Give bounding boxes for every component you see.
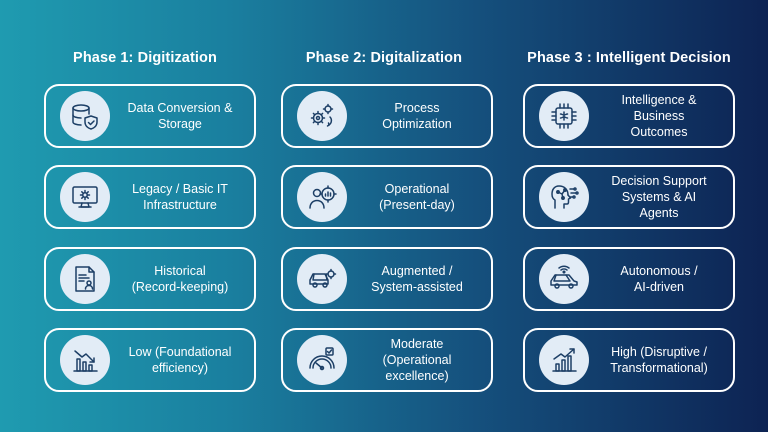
card-label: High (Disruptive / Transformational) (610, 345, 708, 375)
phase-2-card-1: Process Optimization (281, 84, 493, 148)
phase-3-card-4: High (Disruptive / Transformational) (523, 328, 735, 392)
phase-3-card-3: Autonomous / AI-driven (523, 247, 735, 311)
speedometer-icon (309, 347, 335, 371)
declining-chart-icon (73, 350, 98, 372)
phase-2-title: Phase 2: Digitalization (305, 50, 463, 66)
phase-3-card-2: Decision Support Systems & AI Agents (523, 165, 735, 229)
card-label: Historical (Record-keeping) (131, 264, 229, 294)
phase-1-card-1: Data Conversion & Storage (44, 84, 256, 148)
computer-gear-icon (72, 186, 98, 208)
phase-3-title: Phase 3 : Intelligent Decision (527, 50, 731, 66)
phase-1-card-4: Low (Foundational efficiency) (44, 328, 256, 392)
card-label: Legacy / Basic IT Infrastructure (132, 182, 228, 212)
phase-1-card-3: Historical (Record-keeping) (44, 247, 256, 311)
card-label: Process Optimization (382, 101, 452, 131)
phase-1-card-2: Legacy / Basic IT Infrastructure (44, 165, 256, 229)
car-gear-icon (309, 268, 337, 288)
card-label: Low (Foundational efficiency) (128, 345, 232, 375)
card-label: Operational (Present-day) (379, 182, 455, 212)
person-gear-chart-icon (309, 185, 337, 209)
phase-3-card-1: Intelligence & Business Outcomes (523, 84, 735, 148)
gears-cycle-icon (310, 103, 334, 127)
document-user-icon (75, 266, 95, 292)
card-label: Augmented / System-assisted (371, 264, 463, 294)
card-label: Autonomous / AI-driven (620, 264, 698, 294)
card-label: Intelligence & Business Outcomes (621, 93, 697, 139)
phase-2-card-2: Operational (Present-day) (281, 165, 493, 229)
autonomous-car-icon (550, 265, 578, 289)
phase-2-card-3: Augmented / System-assisted (281, 247, 493, 311)
phase-2-card-4: Moderate (Operational excellence) (281, 328, 493, 392)
growth-chart-icon (552, 348, 577, 372)
card-label: Data Conversion & Storage (127, 101, 233, 131)
card-label: Moderate (Operational excellence) (382, 337, 452, 383)
phase-1-title: Phase 1: Digitization (73, 50, 217, 66)
database-shield-icon (72, 104, 98, 130)
head-network-icon (551, 185, 579, 209)
ai-chip-icon (551, 103, 577, 129)
card-label: Decision Support Systems & AI Agents (611, 174, 707, 220)
